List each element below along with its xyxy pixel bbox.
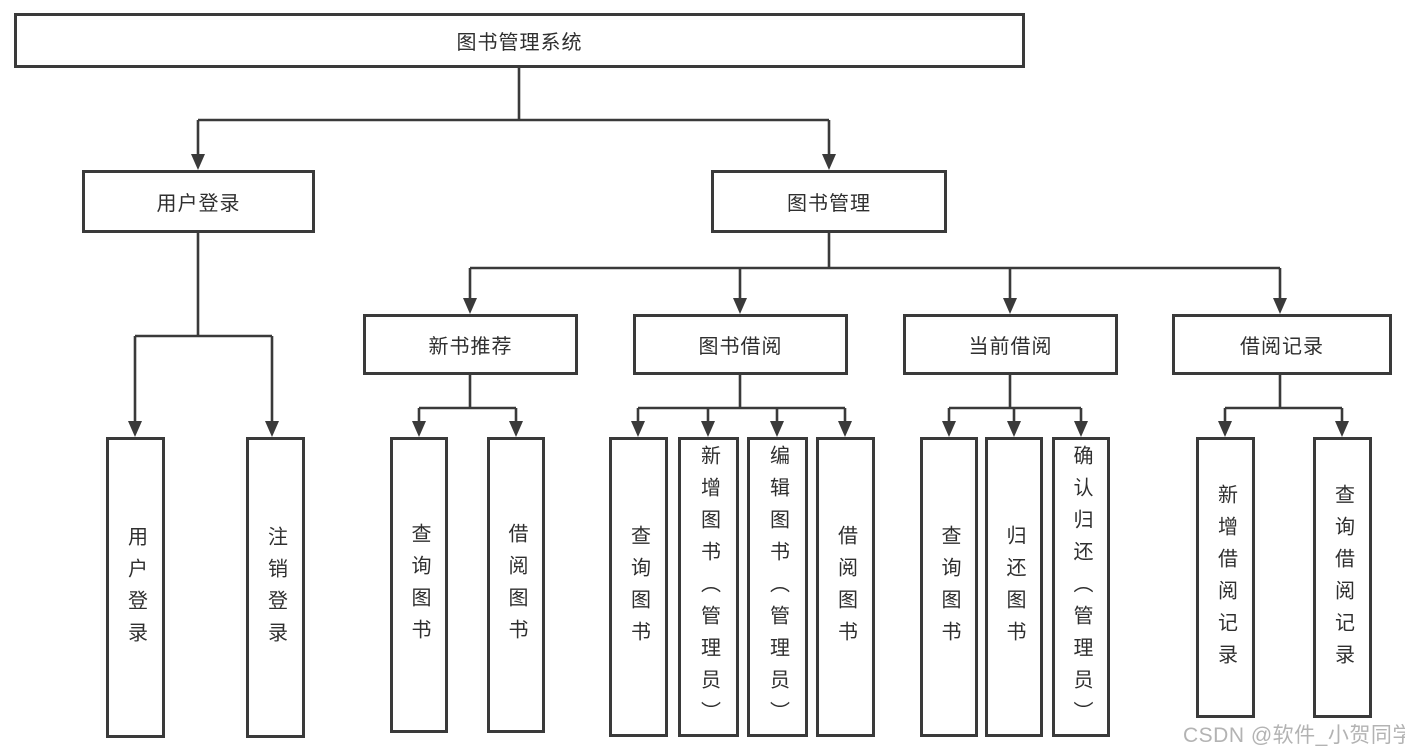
leaf-borrow-books-rec: 借阅图书: [487, 437, 545, 733]
leaf-add-books-admin: 新增图书（管理员）: [678, 437, 739, 737]
arrowhead: [1074, 421, 1088, 437]
leaf-return-books: 归还图书: [985, 437, 1043, 737]
arrowhead: [770, 421, 784, 437]
arrowhead: [1218, 421, 1232, 437]
leaf-query-borrow-record: 查询借阅记录: [1313, 437, 1372, 718]
arrowhead: [509, 421, 523, 437]
arrowhead: [1335, 421, 1349, 437]
leaf-query-books-rec: 查询图书: [390, 437, 448, 733]
node-new-book-recommend: 新书推荐: [363, 314, 578, 375]
connector-current-borrow-to-leaves: [942, 375, 1088, 437]
node-book-borrowing: 图书借阅: [633, 314, 848, 375]
arrowhead: [412, 421, 426, 437]
arrowhead: [701, 421, 715, 437]
leaf-borrow-books: 借阅图书: [816, 437, 875, 737]
arrowhead: [1273, 298, 1287, 314]
leaf-edit-books-admin: 编辑图书（管理员）: [747, 437, 808, 737]
leaf-query-books-current: 查询图书: [920, 437, 978, 737]
connector-new-book-rec-to-leaves: [412, 375, 523, 437]
arrowhead: [128, 421, 142, 437]
arrowhead: [463, 298, 477, 314]
arrowhead: [1007, 421, 1021, 437]
leaf-query-books-borrow: 查询图书: [609, 437, 668, 737]
connector-root-to-level2: [191, 68, 836, 170]
connector-borrow-records-to-leaves: [1218, 375, 1349, 437]
arrowhead: [942, 421, 956, 437]
node-borrowing-records: 借阅记录: [1172, 314, 1392, 375]
node-current-borrowing: 当前借阅: [903, 314, 1118, 375]
leaf-user-login: 用户登录: [106, 437, 165, 738]
arrowhead: [191, 154, 205, 170]
arrowhead: [838, 421, 852, 437]
connector-user-login-to-leaves: [128, 233, 279, 437]
node-book-management: 图书管理: [711, 170, 947, 233]
leaf-add-borrow-record: 新增借阅记录: [1196, 437, 1255, 718]
arrowhead: [631, 421, 645, 437]
node-root-system: 图书管理系统: [14, 13, 1025, 68]
arrowhead: [733, 298, 747, 314]
connector-book-mgmt-to-level3: [463, 233, 1287, 314]
arrowhead: [822, 154, 836, 170]
arrowhead: [265, 421, 279, 437]
node-user-login: 用户登录: [82, 170, 315, 233]
csdn-watermark: CSDN @软件_小贺同学: [1183, 724, 1405, 747]
connector-book-borrow-to-leaves: [631, 375, 852, 437]
leaf-confirm-return-admin: 确认归还（管理员）: [1052, 437, 1110, 737]
leaf-logout: 注销登录: [246, 437, 305, 738]
arrowhead: [1003, 298, 1017, 314]
